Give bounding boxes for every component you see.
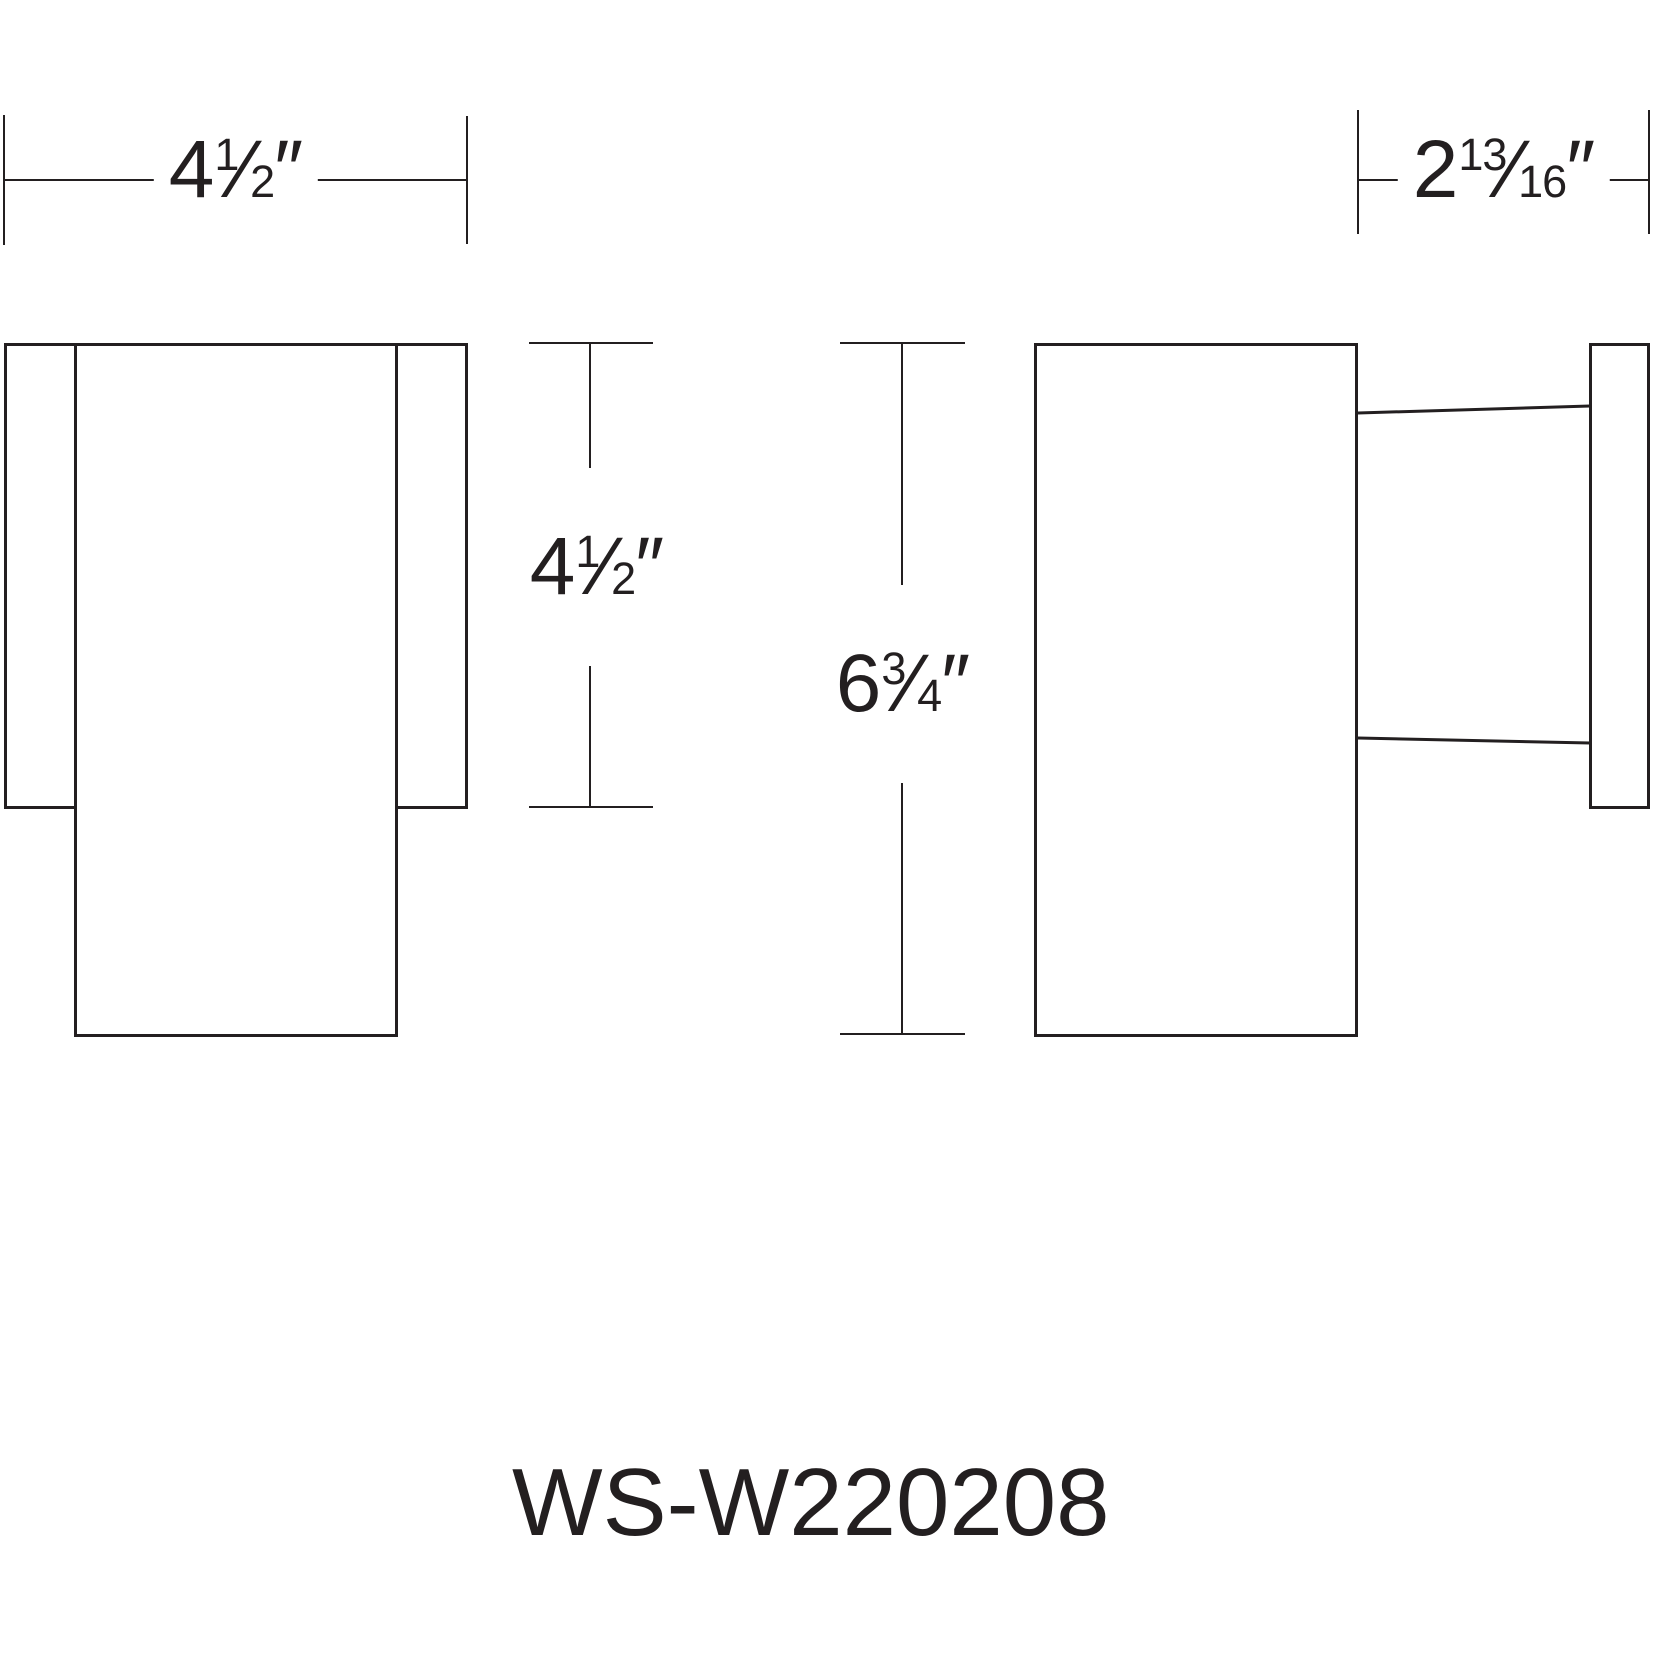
arm-top-edge xyxy=(1357,404,1591,415)
dim-overall-height-tick-bottom xyxy=(840,1033,965,1035)
dim-value-numerator: 1 xyxy=(214,129,239,180)
inch-mark: ″ xyxy=(274,124,304,215)
backplate-right-edge xyxy=(465,343,468,809)
dim-front-width-label: 41⁄2″ xyxy=(153,129,319,211)
inch-mark: ″ xyxy=(635,521,665,612)
fraction-slash: ⁄ xyxy=(598,521,613,612)
part-number: WS-W220208 xyxy=(512,1449,1110,1556)
fraction-slash: ⁄ xyxy=(1505,124,1520,215)
mounting-arm xyxy=(1357,404,1591,745)
dim-value-whole: 4 xyxy=(168,124,215,215)
inch-mark: ″ xyxy=(941,638,971,729)
backplate-bottom-left-edge xyxy=(4,806,77,809)
dim-value-numerator: 13 xyxy=(1458,129,1507,180)
dim-value-denominator: 2 xyxy=(611,553,636,604)
backplate-left-edge xyxy=(4,343,7,809)
dim-backplate-height-tick-top xyxy=(529,342,653,344)
fraction-slash: ⁄ xyxy=(904,638,919,729)
dim-backplate-height-label: 41⁄2″ xyxy=(521,468,673,666)
dim-side-depth-tick-right xyxy=(1648,110,1650,234)
backplate-bottom-right-edge xyxy=(395,806,468,809)
dim-overall-height-label: 63⁄4″ xyxy=(827,585,979,783)
dim-value-denominator: 4 xyxy=(917,670,942,721)
arm-bottom-edge xyxy=(1357,736,1591,745)
dim-side-depth-tick-left xyxy=(1357,110,1359,234)
inch-mark: ″ xyxy=(1566,124,1596,215)
dim-value-denominator: 2 xyxy=(250,156,275,207)
dim-side-depth-label: 213⁄16″ xyxy=(1397,129,1611,211)
dim-value-numerator: 1 xyxy=(575,526,600,577)
dim-value-numerator: 3 xyxy=(881,643,906,694)
dim-value-denominator: 16 xyxy=(1518,156,1567,207)
dim-backplate-height-tick-bottom xyxy=(529,806,653,808)
cylinder-right-edge xyxy=(395,343,398,1037)
cylinder-bottom-edge xyxy=(74,1034,398,1037)
dim-value-whole: 4 xyxy=(529,521,576,612)
dim-value-whole: 2 xyxy=(1412,124,1459,215)
wall-plate-outline xyxy=(1589,343,1650,809)
fraction-slash: ⁄ xyxy=(237,124,252,215)
dim-value-whole: 6 xyxy=(835,638,882,729)
cylinder-left-edge xyxy=(74,343,77,1037)
backplate-top-edge xyxy=(4,343,468,346)
side-cylinder-outline xyxy=(1034,343,1358,1037)
